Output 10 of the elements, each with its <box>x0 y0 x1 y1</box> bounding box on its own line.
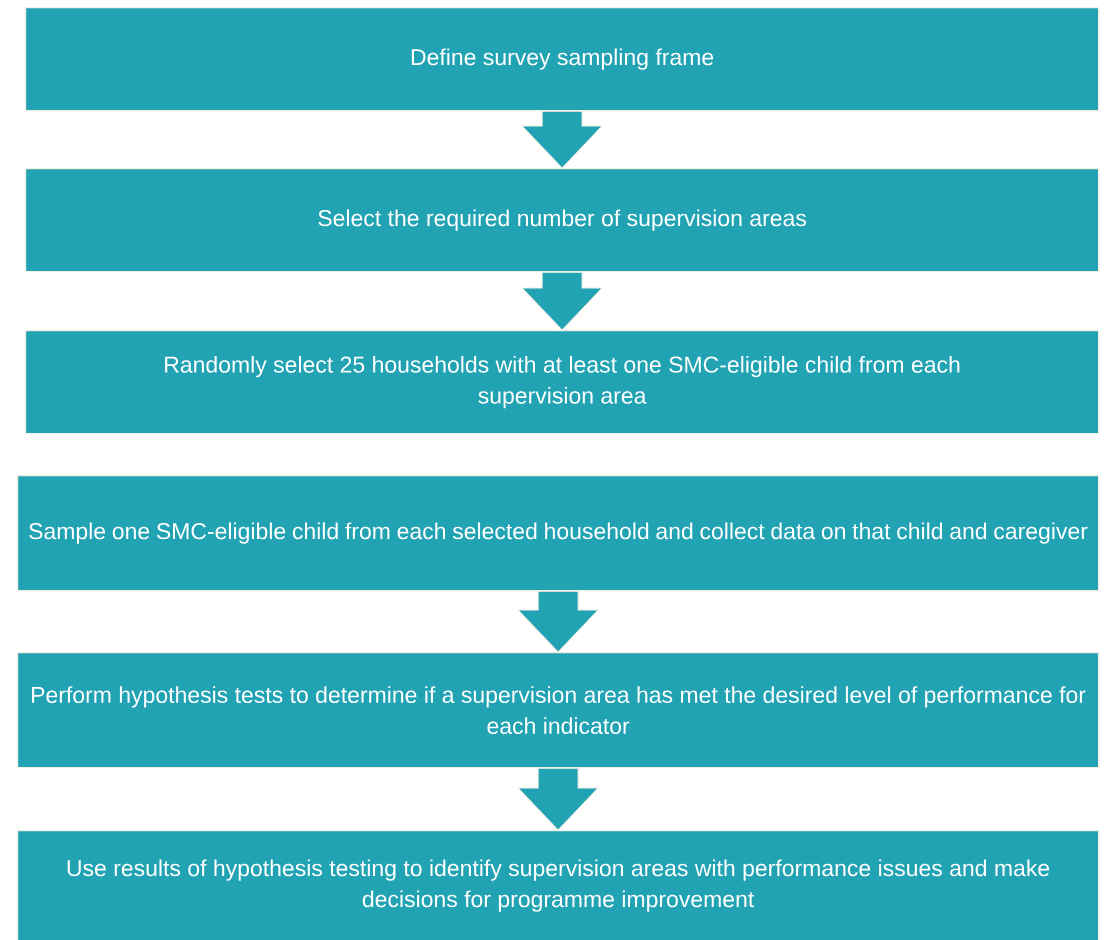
block-arrow <box>521 110 603 169</box>
process-box: Select the required number of supervision areas <box>25 168 1100 273</box>
process-box: Use results of hypothesis testing to identify supervision areas with performance issues and make decisions for programme improvement <box>17 830 1100 940</box>
block-arrow <box>521 271 603 331</box>
process-box: Randomly select 25 households with at least one SMC-eligible child from each supervision area <box>25 330 1100 435</box>
process-box: Sample one SMC-eligible child from each selected household and collect data on that child and caregiver <box>17 475 1100 592</box>
process-box: Perform hypothesis tests to determine if a supervision area has met the desired level of performance for each indicator <box>17 652 1100 769</box>
process-box: Define survey sampling frame <box>25 7 1100 112</box>
block-arrow <box>517 767 599 831</box>
block-arrow <box>517 590 599 653</box>
